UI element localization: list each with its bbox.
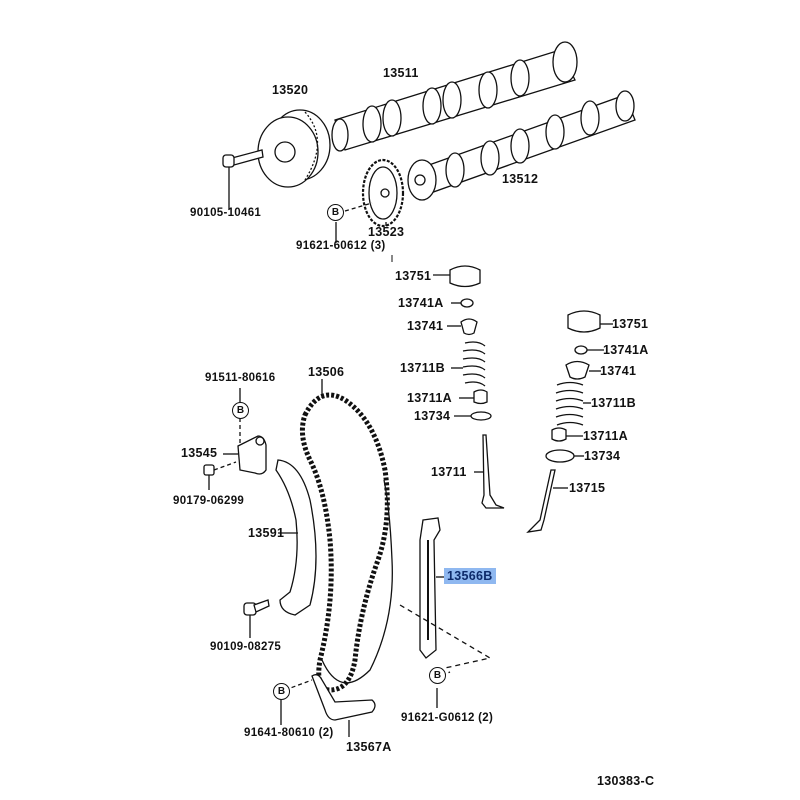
valve-stack-intake xyxy=(433,265,505,509)
ref-marker-b: B xyxy=(273,683,290,700)
bolt-90105 xyxy=(222,149,264,210)
camshaft-13512 xyxy=(407,90,636,201)
label-13711A-intake[interactable]: 13711A xyxy=(407,391,452,405)
ref-marker-b: B xyxy=(232,402,249,419)
label-13751-intake[interactable]: 13751 xyxy=(395,269,432,283)
label-13734-intake[interactable]: 13734 xyxy=(414,409,451,423)
label-13523[interactable]: 13523 xyxy=(368,225,405,239)
ref-marker-b: B xyxy=(327,204,344,221)
label-13520[interactable]: 13520 xyxy=(272,83,309,97)
label-91621-60612[interactable]: 91621-60612 (3) xyxy=(296,240,386,252)
label-91621-G0612[interactable]: 91621-G0612 (2) xyxy=(401,712,494,724)
label-13734-exhaust[interactable]: 13734 xyxy=(584,449,621,463)
label-13711A-exhaust[interactable]: 13711A xyxy=(583,429,628,443)
label-91641-80610[interactable]: 91641-80610 (2) xyxy=(244,727,334,739)
label-13751-exhaust[interactable]: 13751 xyxy=(612,317,649,331)
label-90105-10461[interactable]: 90105-10461 xyxy=(190,207,262,219)
label-13741-exhaust[interactable]: 13741 xyxy=(600,364,637,378)
sprocket-13523 xyxy=(335,158,405,262)
timing-chain-13506 xyxy=(299,379,393,693)
label-13715[interactable]: 13715 xyxy=(569,481,606,495)
camshaft-13511 xyxy=(331,41,578,152)
chain-guide-13567A xyxy=(280,674,376,737)
label-13545[interactable]: 13545 xyxy=(181,446,218,460)
diagram-reference-code: 130383-C xyxy=(597,774,655,788)
vvt-gear-13520 xyxy=(257,109,331,188)
label-13566B-highlighted[interactable]: 13566B xyxy=(444,568,496,584)
label-13511[interactable]: 13511 xyxy=(383,66,419,80)
label-13741-intake[interactable]: 13741 xyxy=(407,319,444,333)
label-13567A[interactable]: 13567A xyxy=(346,740,392,754)
label-91511-80616[interactable]: 91511-80616 xyxy=(205,372,276,384)
label-13741A-intake[interactable]: 13741A xyxy=(398,296,444,310)
valve-stack-exhaust xyxy=(526,310,613,533)
label-13711[interactable]: 13711 xyxy=(431,465,467,479)
chain-guide-13566B xyxy=(399,517,492,708)
label-90179-06299[interactable]: 90179-06299 xyxy=(173,495,245,507)
bolt-90109 xyxy=(243,599,270,638)
label-13741A-exhaust[interactable]: 13741A xyxy=(603,343,649,357)
chain-guide-13591 xyxy=(275,459,317,616)
label-13591[interactable]: 13591 xyxy=(248,526,285,540)
label-13711B-exhaust[interactable]: 13711B xyxy=(591,396,636,410)
label-90109-08275[interactable]: 90109-08275 xyxy=(210,641,282,653)
label-13512[interactable]: 13512 xyxy=(502,172,539,186)
ref-marker-b: B xyxy=(429,667,446,684)
label-13711B-intake[interactable]: 13711B xyxy=(400,361,445,375)
tensioner-13545 xyxy=(203,388,267,490)
label-13506[interactable]: 13506 xyxy=(308,365,345,379)
